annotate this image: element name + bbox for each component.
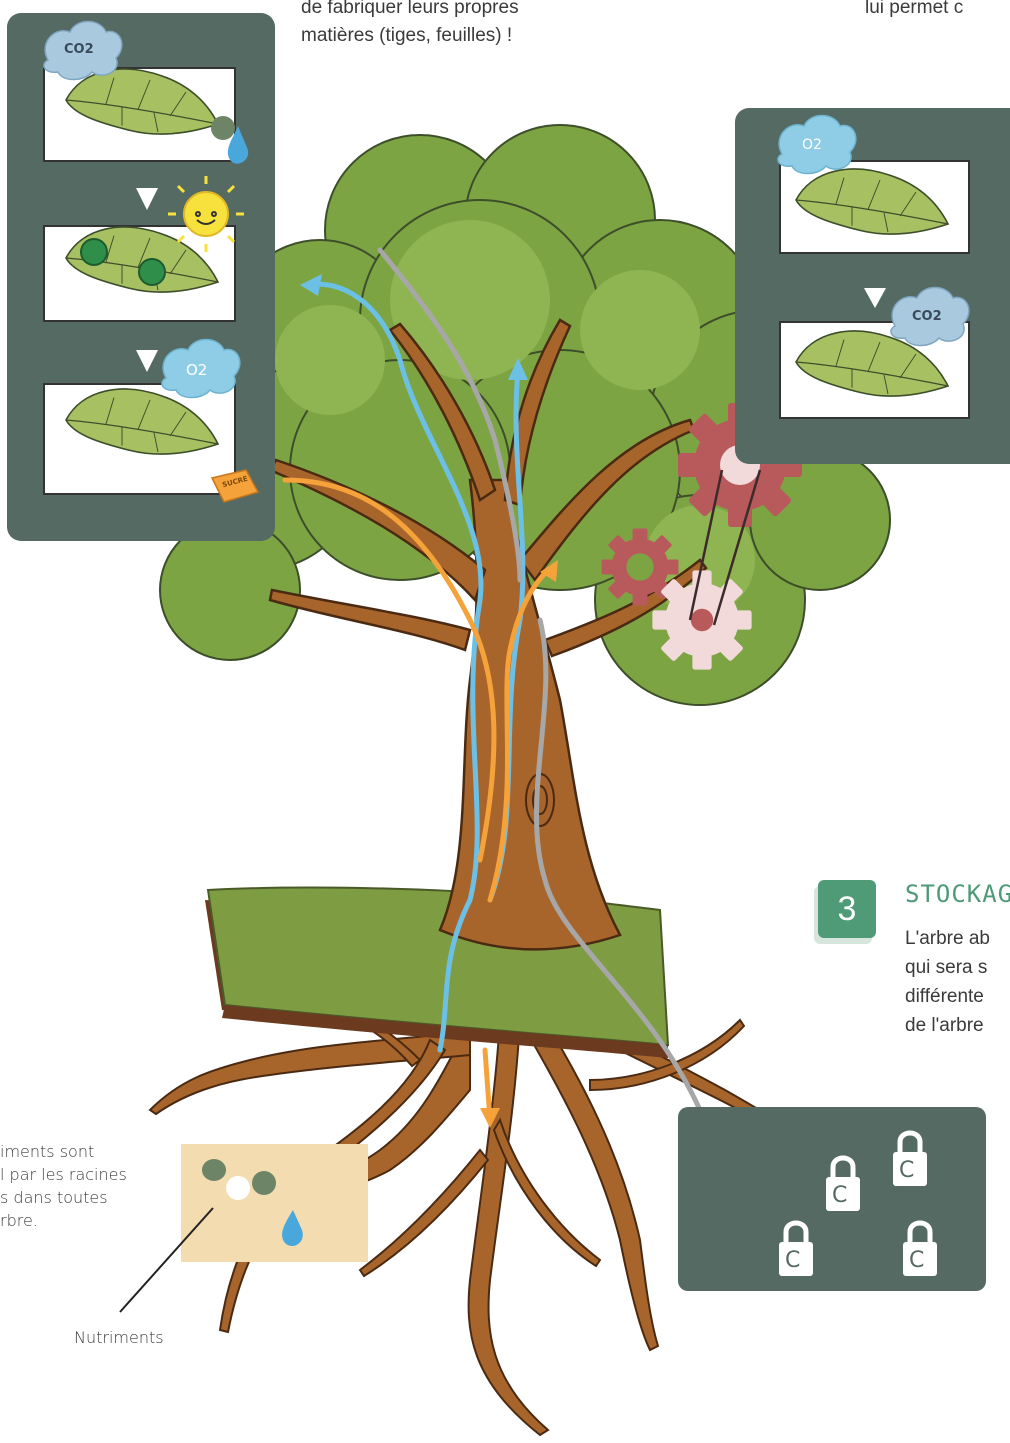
nutrients-callout-label: Nutriments (74, 1328, 164, 1347)
down-arrow-icon (864, 288, 886, 308)
storage-line: de l'arbre (905, 1015, 984, 1036)
sugar-arrow-left (282, 477, 497, 863)
o2-label: O2 (802, 137, 822, 153)
co2-label: CO2 (64, 42, 94, 57)
photosynthesis-panel (7, 13, 275, 541)
water-drop-icon (227, 126, 249, 164)
intro-text-top-left: de fabriquer leurs propres matières (tig… (301, 0, 631, 50)
step-number-badge: 3 (818, 880, 876, 938)
intro-text-top-right: lui permet c (865, 0, 964, 18)
storage-line: qui sera s (905, 957, 988, 978)
co2-label: CO2 (912, 309, 942, 324)
nutrients-line: s dans toutes (0, 1188, 108, 1207)
respiration-panel (735, 108, 1010, 464)
nutrients-box (119, 1144, 368, 1313)
carbon-label: C (785, 1248, 801, 1273)
nutrient-icon (211, 116, 235, 140)
down-arrow-icon (136, 350, 158, 372)
grey-arrow-top (377, 247, 523, 583)
down-arrow-icon (136, 188, 158, 210)
carbon-label: C (899, 1158, 915, 1183)
callout-line (119, 1207, 214, 1313)
carbon-storage-panel (678, 1107, 986, 1291)
intro-line: de fabriquer leurs propres (301, 0, 519, 18)
sun-icon (168, 176, 244, 252)
nutrients-line: iments sont (0, 1142, 95, 1161)
carbon-label: C (832, 1183, 848, 1208)
water-arrow-left (307, 281, 484, 1053)
chloroplast-icon (80, 238, 108, 266)
sugar-arrow-right (487, 562, 558, 903)
nutrients-line: l par les racines (0, 1165, 127, 1184)
storage-text: L'arbre ab qui sera s différente de l'ar… (905, 924, 1010, 1040)
gear-pink-icon (652, 570, 752, 670)
carbon-label: C (909, 1248, 925, 1273)
gear-belt (688, 469, 762, 626)
intro-line: matières (tiges, feuilles) ! (301, 25, 513, 46)
nutrients-line: rbre. (0, 1211, 38, 1230)
storage-line: différente (905, 986, 984, 1007)
gear-small-icon (601, 528, 679, 606)
nutrients-text: iments sont l par les racines s dans tou… (0, 1140, 170, 1232)
o2-label: O2 (186, 361, 208, 379)
chloroplast-icon (138, 258, 166, 286)
storage-line: L'arbre ab (905, 928, 990, 949)
sugar-cube-icon (210, 469, 260, 503)
storage-title: STOCKAG (905, 880, 1010, 908)
